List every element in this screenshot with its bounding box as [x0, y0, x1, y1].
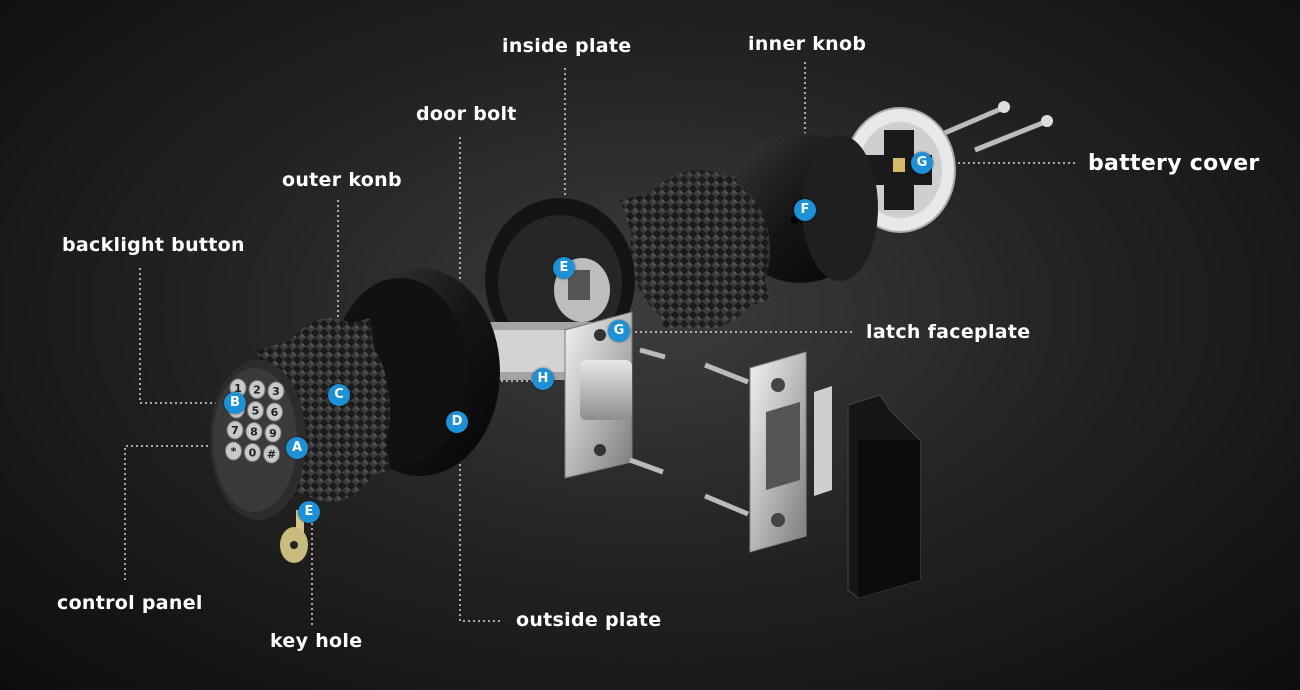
- label-outer-knob: outer konb: [282, 169, 402, 191]
- keypad-key-label: *: [231, 445, 237, 458]
- marker-d: D: [446, 411, 468, 433]
- keypad-key-label: 5: [252, 405, 260, 418]
- outer-knob: [210, 318, 390, 520]
- keypad-key-label: 8: [250, 426, 258, 439]
- label-latch-faceplate: latch faceplate: [866, 321, 1030, 343]
- marker-f: F: [794, 199, 816, 221]
- label-battery-cover: battery cover: [1088, 151, 1260, 176]
- keypad-key-label: 7: [231, 424, 239, 437]
- battery-cover-screws: [940, 101, 1053, 150]
- marker-g-latch: G: [608, 320, 630, 342]
- latch-screws: [630, 350, 748, 514]
- label-control-panel: control panel: [57, 592, 203, 614]
- marker-h: H: [532, 368, 554, 390]
- dust-box: [848, 395, 920, 598]
- label-inner-knob: inner knob: [748, 33, 866, 55]
- label-door-bolt: door bolt: [416, 103, 517, 125]
- marker-g-cover: G: [911, 152, 933, 174]
- marker-a: A: [286, 437, 308, 459]
- marker-e-key: E: [298, 501, 320, 523]
- marker-c: C: [328, 384, 350, 406]
- keypad-key-label: 6: [271, 406, 279, 419]
- keypad-key-label: #: [267, 448, 276, 461]
- label-key-hole: key hole: [270, 630, 362, 652]
- marker-b: B: [224, 392, 246, 414]
- keypad-key-label: 9: [269, 427, 277, 440]
- label-inside-plate: inside plate: [502, 35, 631, 57]
- label-backlight-button: backlight button: [62, 234, 245, 256]
- keypad-key-label: 3: [272, 385, 280, 398]
- label-outside-plate: outside plate: [516, 609, 661, 631]
- keypad-key-label: 0: [249, 447, 257, 460]
- keypad-key-label: 2: [253, 384, 261, 397]
- marker-e-plate: E: [553, 257, 575, 279]
- strike-plate: [750, 352, 832, 552]
